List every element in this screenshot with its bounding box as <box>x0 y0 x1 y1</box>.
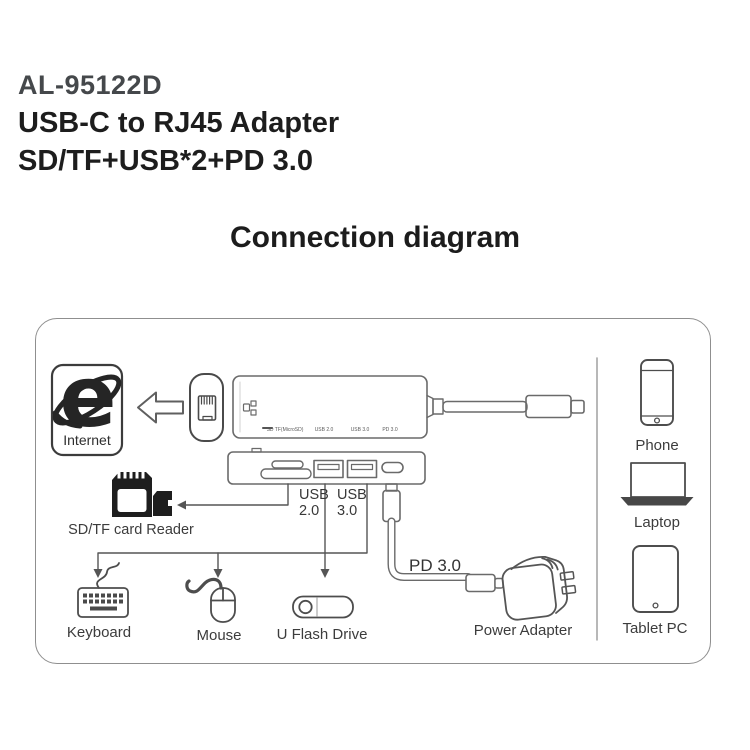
diagram-frame <box>35 318 711 664</box>
usb2-callout-word: USB <box>299 487 329 503</box>
laptop-icon <box>620 463 694 506</box>
usb2-callout: USB 2.0 <box>299 487 329 519</box>
laptop-label: Laptop <box>634 514 680 531</box>
product-title-line2: SD/TF+USB*2+PD 3.0 <box>18 145 313 177</box>
usb3-callout-version: 3.0 <box>337 503 358 519</box>
connection-lines <box>93 484 368 578</box>
pd-label: PD 3.0 <box>409 556 461 575</box>
hub-port-label-pd: PD 3.0 <box>382 427 398 433</box>
sd-slot <box>261 469 311 479</box>
usb2-callout-version: 2.0 <box>299 503 320 519</box>
internet-icon: e <box>49 348 125 455</box>
tablet-icon <box>633 546 678 612</box>
tablet-label: Tablet PC <box>622 620 688 637</box>
usb3-port <box>348 461 377 478</box>
hub-logo-mark <box>244 401 257 415</box>
hub-front-view <box>228 449 425 485</box>
usb3-callout-word: USB <box>337 487 367 503</box>
product-title-line1: USB-C to RJ45 Adapter <box>18 107 340 139</box>
sd-tf-cards-icon <box>112 472 172 517</box>
internet-label: Internet <box>63 432 111 448</box>
usb3-callout: USB 3.0 <box>337 487 367 519</box>
rj45-port-icon <box>190 374 223 441</box>
model-number: AL-95122D <box>18 70 163 100</box>
ie-letter: e <box>60 348 117 446</box>
phone-icon <box>641 360 673 425</box>
hub-top-view <box>233 376 584 438</box>
flash-drive-label: U Flash Drive <box>276 626 368 643</box>
mouse-label: Mouse <box>196 627 242 644</box>
hub-port-label-usb2: USB 2.0 <box>314 427 334 433</box>
hub-port-label-usb3: USB 3.0 <box>350 427 370 433</box>
hub-port-label-sd: SD TF(MicroSD) <box>266 427 304 433</box>
usbc-port <box>382 463 403 473</box>
pd-cable <box>383 484 503 592</box>
card-reader-label: SD/TF card Reader <box>68 522 194 538</box>
arrow-left-icon <box>138 393 183 423</box>
phone-label: Phone <box>635 437 679 454</box>
keyboard-label: Keyboard <box>66 624 132 641</box>
usb2-port <box>314 461 343 478</box>
power-adapter-label: Power Adapter <box>473 622 573 639</box>
section-title: Connection diagram <box>229 221 521 254</box>
mouse-icon <box>187 579 235 622</box>
tf-slot <box>272 461 303 468</box>
flash-drive-icon <box>293 597 353 618</box>
power-adapter-icon <box>500 553 578 621</box>
keyboard-icon <box>78 563 128 617</box>
